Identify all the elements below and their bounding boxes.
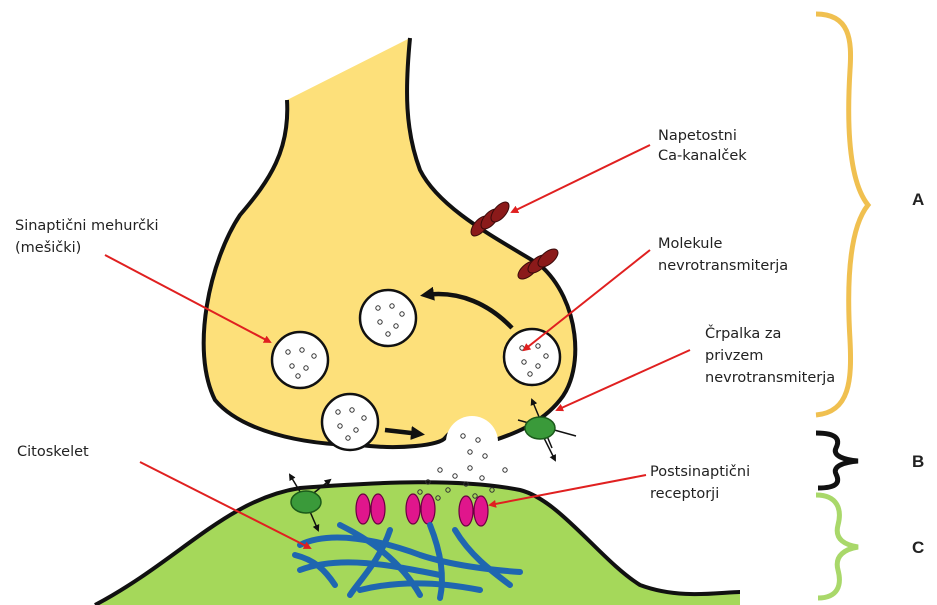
label-crpalka-1: Črpalka za [705, 324, 781, 342]
label-napetostni-1: Napetostni [658, 128, 737, 144]
region-a-label: A [912, 190, 924, 209]
vesicle-3 [504, 329, 560, 385]
label-crpalka-3: nevrotransmiterja [705, 370, 835, 386]
fusing-vesicle [446, 416, 498, 468]
label-crpalka-2: privzem [705, 348, 763, 364]
label-postsinapticni-1: Postsinaptični [650, 464, 750, 480]
label-citoskelet: Citoskelet [17, 444, 89, 460]
vesicle-2 [360, 290, 416, 346]
region-b-label: B [912, 452, 924, 471]
arrow-ca-channel [512, 145, 650, 212]
brace-b [816, 433, 858, 488]
label-sinapticni-1: Sinaptični mehurčki [15, 218, 159, 234]
vesicle-4 [322, 394, 378, 450]
label-sinapticni-2: (mešički) [15, 240, 81, 256]
brace-a [816, 14, 868, 415]
region-c-label: C [912, 538, 924, 557]
presynaptic-terminal [204, 38, 576, 447]
label-napetostni-2: Ca-kanalček [658, 148, 747, 164]
arrow-pump [557, 350, 690, 410]
label-postsinapticni-2: receptorji [650, 486, 719, 502]
vesicle-1 [272, 332, 328, 388]
label-molekule-2: nevrotransmiterja [658, 258, 788, 274]
label-molekule-1: Molekule [658, 236, 723, 252]
brace-c [816, 495, 858, 598]
